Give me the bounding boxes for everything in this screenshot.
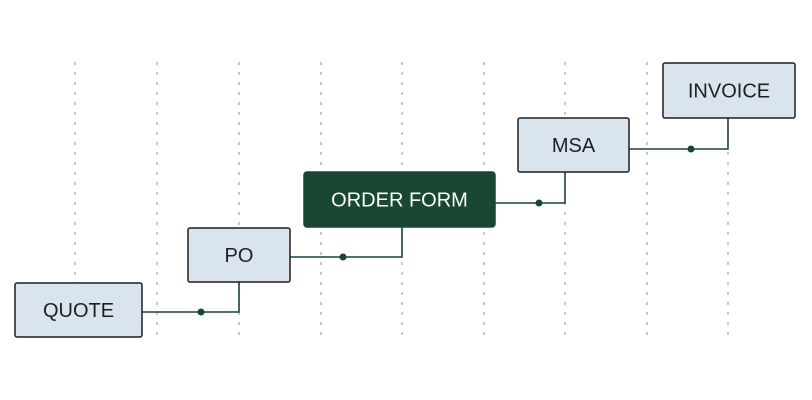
connectors [142, 118, 729, 316]
connector-joint [687, 145, 695, 153]
node-po-label: PO [225, 245, 254, 267]
connector-po-order-form [290, 227, 403, 258]
connector-joint [535, 199, 543, 207]
node-invoice-label: INVOICE [688, 81, 770, 103]
nodes: QUOTE PO ORDER FORM MSA INVOICE [14, 62, 796, 338]
connector-joint [197, 308, 205, 316]
connector-msa-invoice [629, 118, 729, 150]
node-quote-label: QUOTE [43, 300, 114, 322]
connector-quote-po [142, 282, 240, 313]
connector-order-form-msa [495, 172, 566, 204]
node-invoice: INVOICE [662, 62, 796, 119]
node-order-form-label: ORDER FORM [331, 190, 468, 212]
node-msa: MSA [517, 117, 630, 173]
node-po: PO [187, 227, 291, 283]
node-msa-label: MSA [552, 135, 596, 157]
node-quote: QUOTE [14, 282, 143, 338]
node-order-form: ORDER FORM [303, 171, 496, 228]
connector-joint [339, 253, 347, 261]
